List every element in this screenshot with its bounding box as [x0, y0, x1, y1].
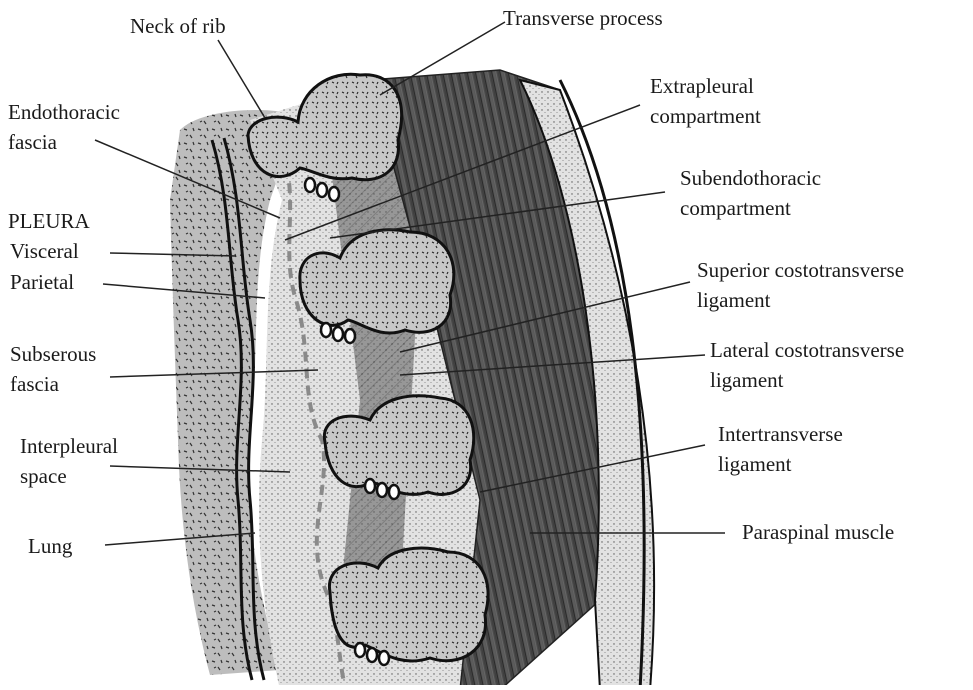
label-extrapleural-2: compartment	[650, 102, 761, 130]
label-pleura: PLEURA	[8, 207, 90, 235]
label-transverse-process: Transverse process	[503, 4, 663, 32]
label-lateral-costo-2: ligament	[710, 366, 783, 394]
label-subserous-1: Subserous	[10, 340, 96, 368]
label-visceral: Visceral	[10, 237, 79, 265]
leader-neck-of-rib	[218, 40, 265, 118]
rib-bone-4	[329, 548, 488, 661]
label-interpleural-2: space	[20, 462, 67, 490]
label-extrapleural-1: Extrapleural	[650, 72, 754, 100]
label-intertransverse-2: ligament	[718, 450, 791, 478]
label-endothoracic-2: fascia	[8, 128, 57, 156]
label-neck-of-rib: Neck of rib	[130, 12, 226, 40]
label-superior-costo-1: Superior costotransverse	[697, 256, 904, 284]
label-subendothoracic-1: Subendothoracic	[680, 164, 821, 192]
label-subendothoracic-2: compartment	[680, 194, 791, 222]
label-endothoracic-1: Endothoracic	[8, 98, 120, 126]
label-intertransverse-1: Intertransverse	[718, 420, 843, 448]
label-lateral-costo-1: Lateral costotransverse	[710, 336, 904, 364]
label-superior-costo-2: ligament	[697, 286, 770, 314]
label-subserous-2: fascia	[10, 370, 59, 398]
label-paraspinal: Paraspinal muscle	[742, 518, 894, 546]
label-interpleural-1: Interpleural	[20, 432, 118, 460]
label-lung: Lung	[28, 532, 72, 560]
label-parietal: Parietal	[10, 268, 74, 296]
rib-bone-1	[248, 74, 402, 179]
